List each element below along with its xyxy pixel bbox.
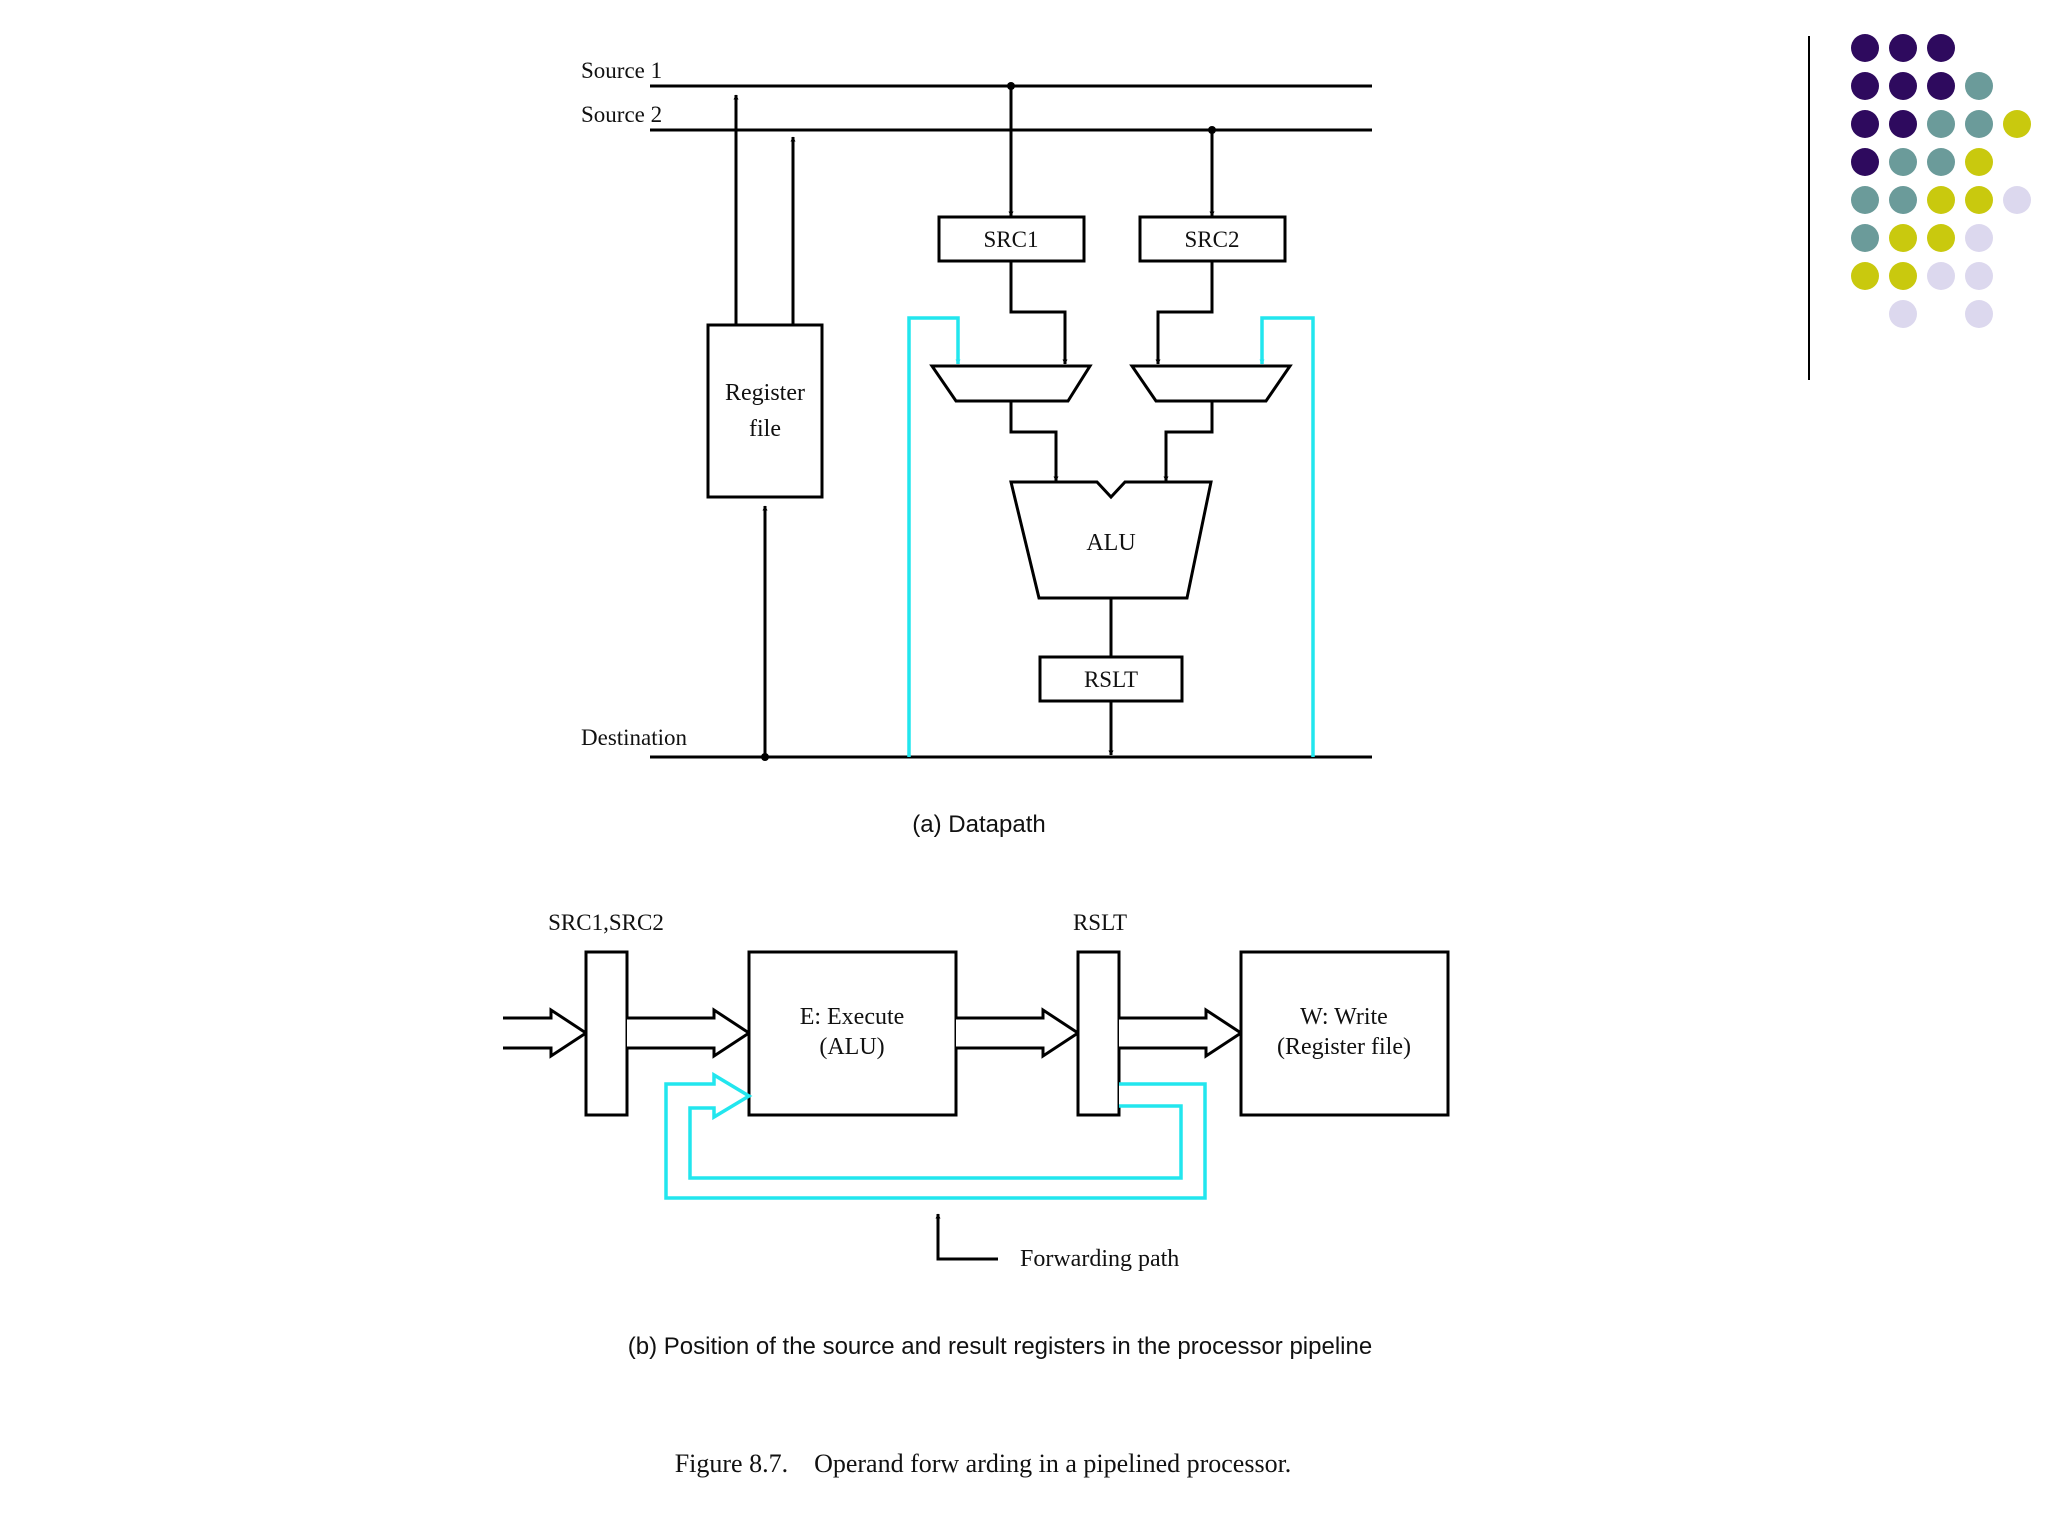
execute-stage-box	[747, 950, 958, 1117]
mux-2	[1129, 364, 1293, 403]
ornament-dot	[1889, 34, 1917, 62]
forwarding-wire-right	[1259, 316, 1315, 757]
register-file-box	[706, 323, 824, 499]
decorative-dot-grid-icon	[1851, 34, 2031, 328]
src1-label: SRC1	[984, 227, 1039, 252]
destination-tap-dot	[761, 753, 769, 761]
ornament-dot	[1851, 72, 1879, 100]
ornament-dot	[2003, 186, 2031, 214]
rslt-to-write-arrow	[1119, 1007, 1244, 1059]
forwarding-path-pointer	[935, 1213, 998, 1261]
ornament-dot	[1889, 262, 1917, 290]
rslt-register	[1038, 655, 1184, 703]
execute-stage-label: E: Execute	[800, 1004, 905, 1030]
write-stage-box	[1239, 950, 1450, 1117]
ornament-dot	[1851, 186, 1879, 214]
register-file-label-2: file	[749, 416, 781, 442]
alu-label: ALU	[1086, 530, 1135, 556]
ornament-dot	[1965, 224, 1993, 252]
src2-register	[1138, 215, 1287, 263]
ornament-dot	[1889, 72, 1917, 100]
ornament-dot	[1889, 110, 1917, 138]
ornament-dot	[1965, 72, 1993, 100]
rslt-label: RSLT	[1084, 667, 1138, 692]
execute-stage-label-2: (ALU)	[819, 1034, 884, 1060]
ornament-dot	[1851, 110, 1879, 138]
src-registers-bar	[584, 950, 629, 1117]
src1-register	[937, 215, 1086, 263]
ornament-dot	[2003, 110, 2031, 138]
ornament-dot	[1965, 186, 1993, 214]
ornament-dot	[1927, 34, 1955, 62]
source1-label: Source 1	[581, 58, 662, 83]
register-file-label: Register	[725, 380, 805, 406]
mux1-to-alu	[1009, 401, 1059, 482]
src-registers-label: SRC1,SRC2	[548, 910, 664, 935]
ornament-dot	[1851, 262, 1879, 290]
ornament-dot	[1965, 300, 1993, 328]
ornament-dot	[1889, 224, 1917, 252]
ornament-dot	[1965, 262, 1993, 290]
src2-to-mux2	[1155, 261, 1214, 365]
pipeline-caption: (b) Position of the source and result re…	[628, 1333, 1372, 1360]
datapath-diagram: Source 1 Source 2 Destination Register f…	[581, 58, 1372, 838]
figure-caption: Figure 8.7. Operand forw arding in a pip…	[675, 1449, 1292, 1478]
alu-unit	[1009, 480, 1213, 600]
src2-label: SRC2	[1185, 227, 1240, 252]
forwarding-path-label: Forwarding path	[1020, 1246, 1179, 1272]
ornament-dot	[1965, 148, 1993, 176]
ornament-dot	[1927, 148, 1955, 176]
rslt-register-bar	[1076, 950, 1121, 1117]
ornament-dot	[1889, 148, 1917, 176]
ornament-dot	[1851, 148, 1879, 176]
src1-to-mux1	[1009, 261, 1068, 365]
ornament-dot	[1889, 186, 1917, 214]
ornament-dot	[1889, 300, 1917, 328]
ornament-dot	[1851, 34, 1879, 62]
datapath-caption: (a) Datapath	[912, 811, 1045, 838]
destination-label: Destination	[581, 725, 688, 750]
ornament-dot	[1927, 110, 1955, 138]
source2-label: Source 2	[581, 102, 662, 127]
input-arrow	[503, 1007, 589, 1059]
src-to-execute-arrow	[627, 1007, 752, 1059]
ornament-dot	[1927, 72, 1955, 100]
mux-1	[929, 364, 1093, 403]
write-stage-label: W: Write	[1300, 1004, 1388, 1030]
forwarding-wire-left	[907, 316, 961, 757]
rslt-register-label: RSLT	[1073, 910, 1127, 935]
forwarding-path-loop	[664, 1071, 1207, 1200]
pipeline-diagram: SRC1,SRC2 RSLT E: Execute (ALU) W: Write…	[503, 910, 1450, 1360]
ornament-dot	[1927, 186, 1955, 214]
ornament-dot	[1927, 262, 1955, 290]
ornament-dot	[1965, 110, 1993, 138]
write-stage-label-2: (Register file)	[1277, 1034, 1411, 1060]
execute-to-rslt-arrow	[956, 1007, 1081, 1059]
mux2-to-alu	[1163, 401, 1214, 482]
ornament-dot	[1927, 224, 1955, 252]
ornament-dot	[1851, 224, 1879, 252]
